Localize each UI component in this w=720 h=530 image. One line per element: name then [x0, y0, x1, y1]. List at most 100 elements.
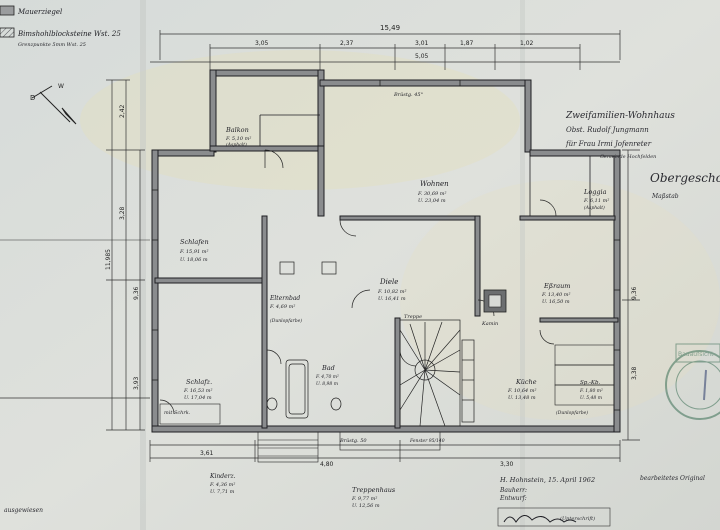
paper-fold — [520, 0, 525, 530]
dim-overall-width: 15,49 — [380, 24, 400, 32]
role-2: Entwurf: — [499, 495, 527, 502]
dim-left-total: 11,985 — [105, 249, 112, 270]
signoff-block: H. Hohnstein, 15. April 1962 Bauherr: En… — [497, 475, 705, 527]
svg-text:F. 16,53 m²: F. 16,53 m² — [183, 388, 213, 394]
svg-text:W: W — [58, 83, 64, 90]
room-loggia: Loggia F. 6,11 m² (Asphalt) — [583, 188, 609, 211]
svg-text:Kinderz.: Kinderz. — [209, 473, 236, 480]
sheet-title: Obergeschoß — [650, 171, 720, 185]
svg-text:U. 12,56 m: U. 12,56 m — [352, 503, 380, 509]
dim-top-a: 3,05 — [255, 40, 269, 47]
project-line-1: Zweifamilien-Wohnhaus — [565, 111, 675, 121]
svg-text:Diele: Diele — [379, 278, 398, 286]
dim-left-c: 9,36 — [133, 286, 140, 300]
exterior-walls — [151, 69, 621, 433]
svg-text:F. 5,10 m²: F. 5,10 m² — [225, 136, 251, 142]
room-wohnen: Wohnen F. 30,69 m² U. 23,04 m — [417, 180, 449, 204]
balcony-outline — [259, 114, 615, 217]
room-diele: Diele F. 10,82 m² U. 16,41 m — [377, 278, 407, 302]
room-bad: Bad F. 4,70 m² U. 8,98 m — [315, 364, 339, 387]
dim-top-b: 2,37 — [340, 40, 354, 47]
room-speisekammer: Sp.-Kb. F. 1,80 m² U. 5,48 m — [579, 380, 603, 401]
windows — [152, 80, 620, 411]
svg-text:F. 10,64 m²: F. 10,64 m² — [507, 388, 537, 394]
svg-text:Bad: Bad — [321, 364, 335, 372]
svg-text:U. 16,41 m: U. 16,41 m — [378, 296, 406, 302]
dim-right-a: 9,36 — [631, 286, 638, 300]
dimension-lines-left — [106, 79, 145, 431]
project-line-2: Obst. Rudolf Jungmann — [566, 126, 649, 134]
svg-text:D: D — [30, 94, 35, 102]
legend-row-1: Mauerziegel — [17, 8, 62, 16]
legend-row-2: Bimshohlblocksteine Wst. 25 — [17, 30, 121, 38]
label-window-note: Fenster 95/140 — [409, 438, 445, 444]
room-schlafzimmer: Schlafz. F. 16,53 m² U. 17,04 m — [183, 378, 213, 401]
door-swings — [159, 149, 557, 415]
place-date: H. Hohnstein, 15. April 1962 — [499, 476, 595, 484]
svg-text:U. 5,48 m: U. 5,48 m — [580, 395, 602, 401]
north-arrow-icon: D W — [30, 83, 77, 125]
svg-text:Küche: Küche — [515, 378, 537, 386]
room-kinderzimmer: Kinderz. F. 4,36 m² U. 7,71 m — [209, 473, 236, 495]
svg-text:(Asphalt): (Asphalt) — [226, 141, 247, 148]
dim-bottom-b: 4,80 — [320, 461, 334, 468]
paper-fold — [140, 0, 146, 530]
bottom-left-note: ausgewiesen — [4, 507, 43, 514]
fireplace-icon — [483, 289, 507, 313]
dimension-lines-bottom — [149, 440, 621, 462]
svg-text:F. 4,69 m²: F. 4,69 m² — [269, 304, 295, 310]
svg-text:U. 18,06 m: U. 18,06 m — [180, 257, 208, 263]
storage-cells — [554, 344, 615, 406]
role-1: Bauherr: — [499, 487, 527, 494]
sink-icon — [279, 261, 337, 275]
svg-text:Schlafz.: Schlafz. — [186, 378, 212, 386]
dim-bottom-c: 3,30 — [500, 461, 514, 468]
dimension-lines-top — [150, 30, 621, 70]
svg-text:U. 13,48 m: U. 13,48 m — [508, 395, 536, 401]
svg-text:Elternbad: Elternbad — [269, 295, 300, 302]
svg-text:F. 4,36 m²: F. 4,36 m² — [209, 482, 235, 488]
entrance-steps — [257, 431, 441, 463]
label-wardrobe: mit Schrk. — [164, 410, 191, 416]
legend-row-3: Grenzpunkte 5mm Wst. 25 — [18, 42, 86, 48]
stamp-text: Bauaufsicht — [678, 351, 714, 358]
approval-stamp: Bauaufsicht — [665, 343, 720, 420]
svg-text:F. 13,40 m²: F. 13,40 m² — [541, 292, 571, 298]
svg-text:Treppenhaus: Treppenhaus — [352, 486, 396, 494]
dim-left-d: 3,93 — [133, 376, 140, 390]
project-line-3: für Frau Irmi Jofenreter — [565, 140, 652, 148]
svg-text:F. 6,11 m²: F. 6,11 m² — [583, 198, 609, 204]
room-labels: Balkon F. 5,10 m² (Asphalt) Brüstg. 45° … — [179, 92, 609, 509]
svg-text:U. 16,50 m: U. 16,50 m — [542, 299, 570, 305]
wardrobe — [159, 403, 221, 425]
bathtub-icon — [285, 359, 309, 419]
svg-text:Sp.-Kb.: Sp.-Kb. — [580, 380, 601, 386]
toilet-icon — [266, 397, 342, 411]
scale-label: Maßstab — [651, 193, 679, 200]
dim-top-d: 1,87 — [460, 40, 474, 47]
room-balkon: Balkon F. 5,10 m² (Asphalt) — [225, 126, 251, 148]
svg-text:Schlafen: Schlafen — [180, 238, 209, 246]
svg-text:F. 4,70 m²: F. 4,70 m² — [315, 374, 339, 380]
svg-text:U. 23,04 m: U. 23,04 m — [418, 198, 446, 204]
room-bruestung: Brüstg. 45° — [393, 92, 424, 98]
dim-left-b: 3,28 — [119, 206, 126, 220]
dim-top-e: 1,02 — [520, 40, 534, 47]
dim-bottom-a: 3,61 — [200, 450, 214, 457]
kitchen-counter — [461, 339, 475, 423]
project-line-4: Gemeinde Hochfelden — [600, 154, 656, 160]
svg-text:U. 8,98 m: U. 8,98 m — [316, 381, 338, 387]
svg-text:Wohnen: Wohnen — [420, 180, 449, 188]
svg-text:(Dunlopfarbe): (Dunlopfarbe) — [270, 317, 302, 324]
svg-text:F. 30,69 m²: F. 30,69 m² — [417, 191, 447, 197]
svg-text:F. 15,91 m²: F. 15,91 m² — [179, 249, 209, 255]
dim-top-c: 3,01 — [415, 40, 429, 47]
svg-text:F. 10,82 m²: F. 10,82 m² — [377, 289, 407, 295]
dim-right-b: 3,38 — [631, 366, 638, 380]
dim-top-f: 5,05 — [415, 53, 429, 60]
svg-text:U. 7,71 m: U. 7,71 m — [210, 489, 235, 495]
svg-text:U. 17,04 m: U. 17,04 m — [184, 395, 212, 401]
